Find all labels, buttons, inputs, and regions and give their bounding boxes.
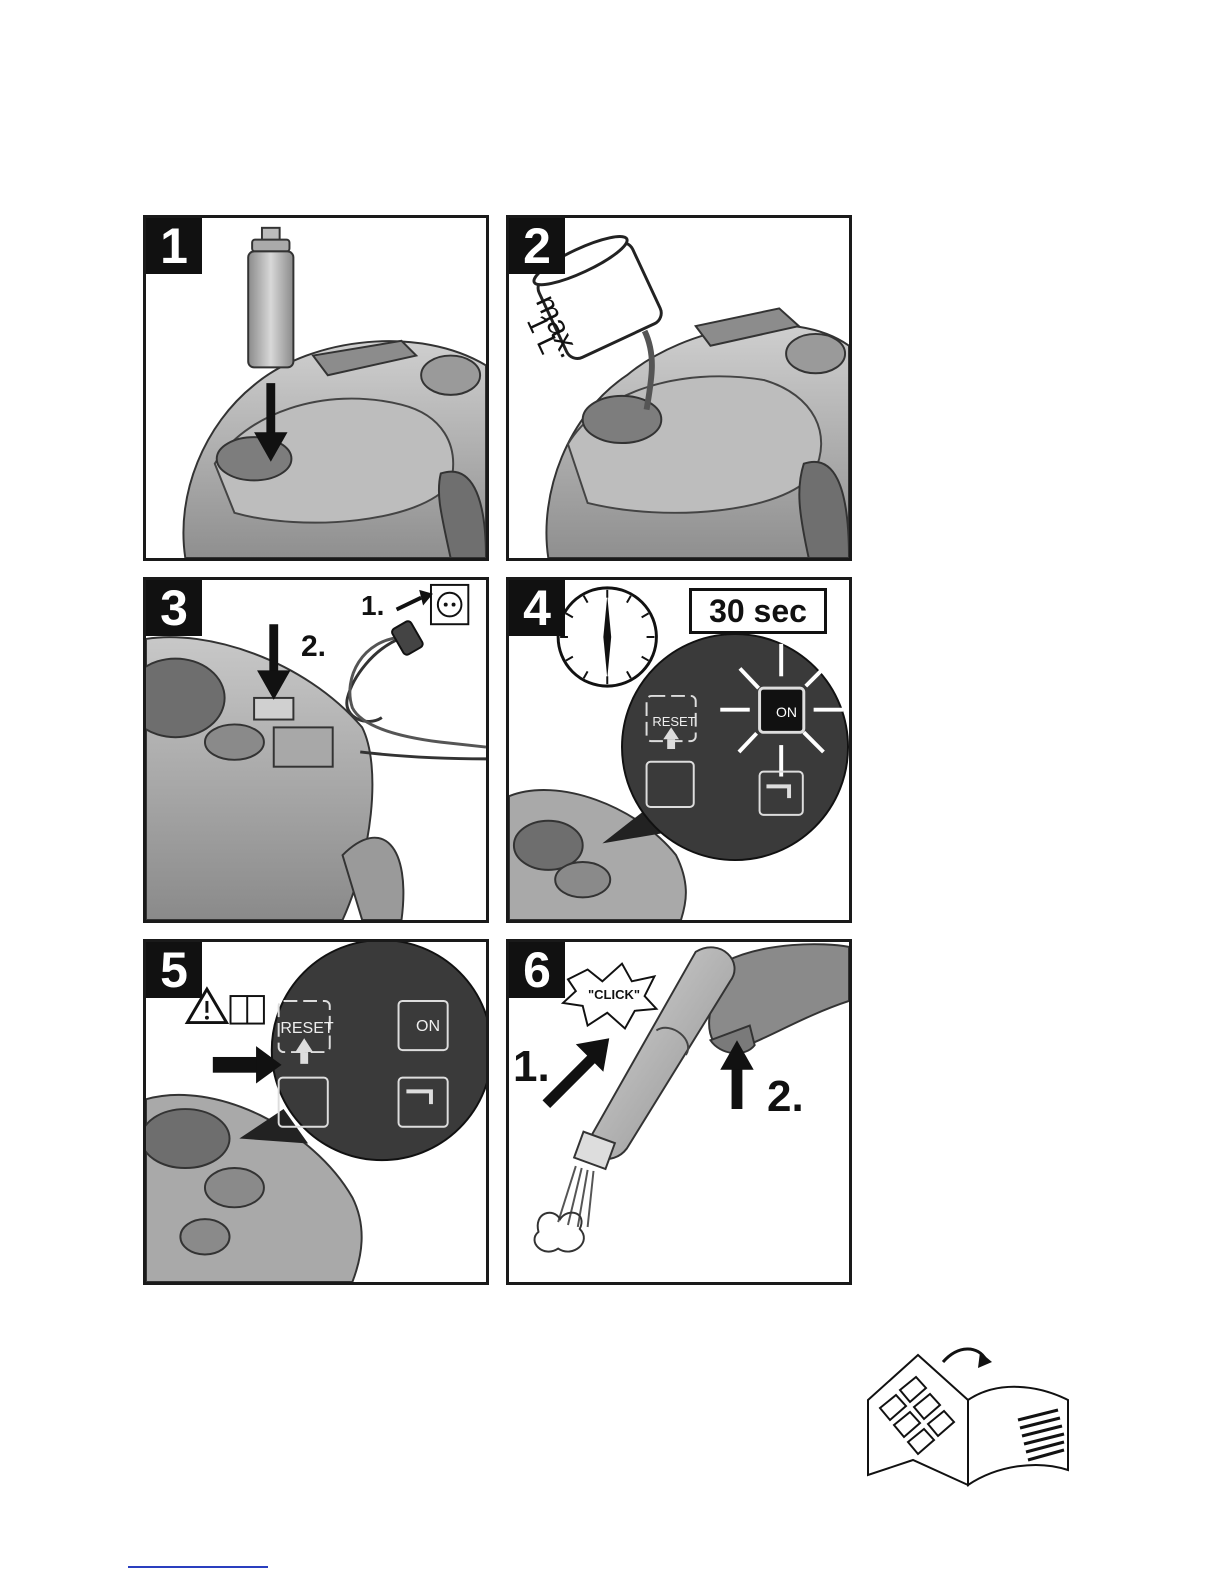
step-number-3: 3 [146, 580, 202, 636]
manual-icon [231, 996, 264, 1024]
step-number-4: 4 [509, 580, 565, 636]
open-manual-icon [858, 1340, 1078, 1500]
panel-step-2: 2 max. 1 L [506, 215, 852, 561]
water-filter-cartridge-icon [248, 228, 293, 368]
click-sound-label: "CLICK" [569, 987, 659, 1002]
step-3-substep-2: 2. [301, 630, 326, 664]
timer-label: 30 sec [689, 588, 827, 634]
step-number-5: 5 [146, 942, 202, 998]
on-button-label: ON [403, 1018, 453, 1036]
step-number-6: 6 [509, 942, 565, 998]
step-number-1: 1 [146, 218, 202, 274]
panel-step-6: 6 "CLICK" 1. 2. [506, 939, 852, 1285]
step-number-2: 2 [509, 218, 565, 274]
step-6-substep-1: 1. [513, 1042, 550, 1092]
power-socket-icon [431, 585, 468, 624]
panel-step-3: 3 1. 2. [143, 577, 489, 923]
panel-step-4: 4 [506, 577, 852, 923]
clock-icon [558, 588, 656, 686]
panel-step-1: 1 [143, 215, 489, 561]
footer-link-underline [128, 1566, 268, 1568]
step-6-substep-2: 2. [767, 1072, 804, 1122]
panel-step-5: 5 RESET ON [143, 939, 489, 1285]
step-3-substep-1: 1. [361, 590, 384, 622]
reset-button-label: RESET [649, 714, 699, 729]
on-indicator-label: ON [764, 704, 809, 720]
reset-button-label: RESET [276, 1020, 338, 1038]
